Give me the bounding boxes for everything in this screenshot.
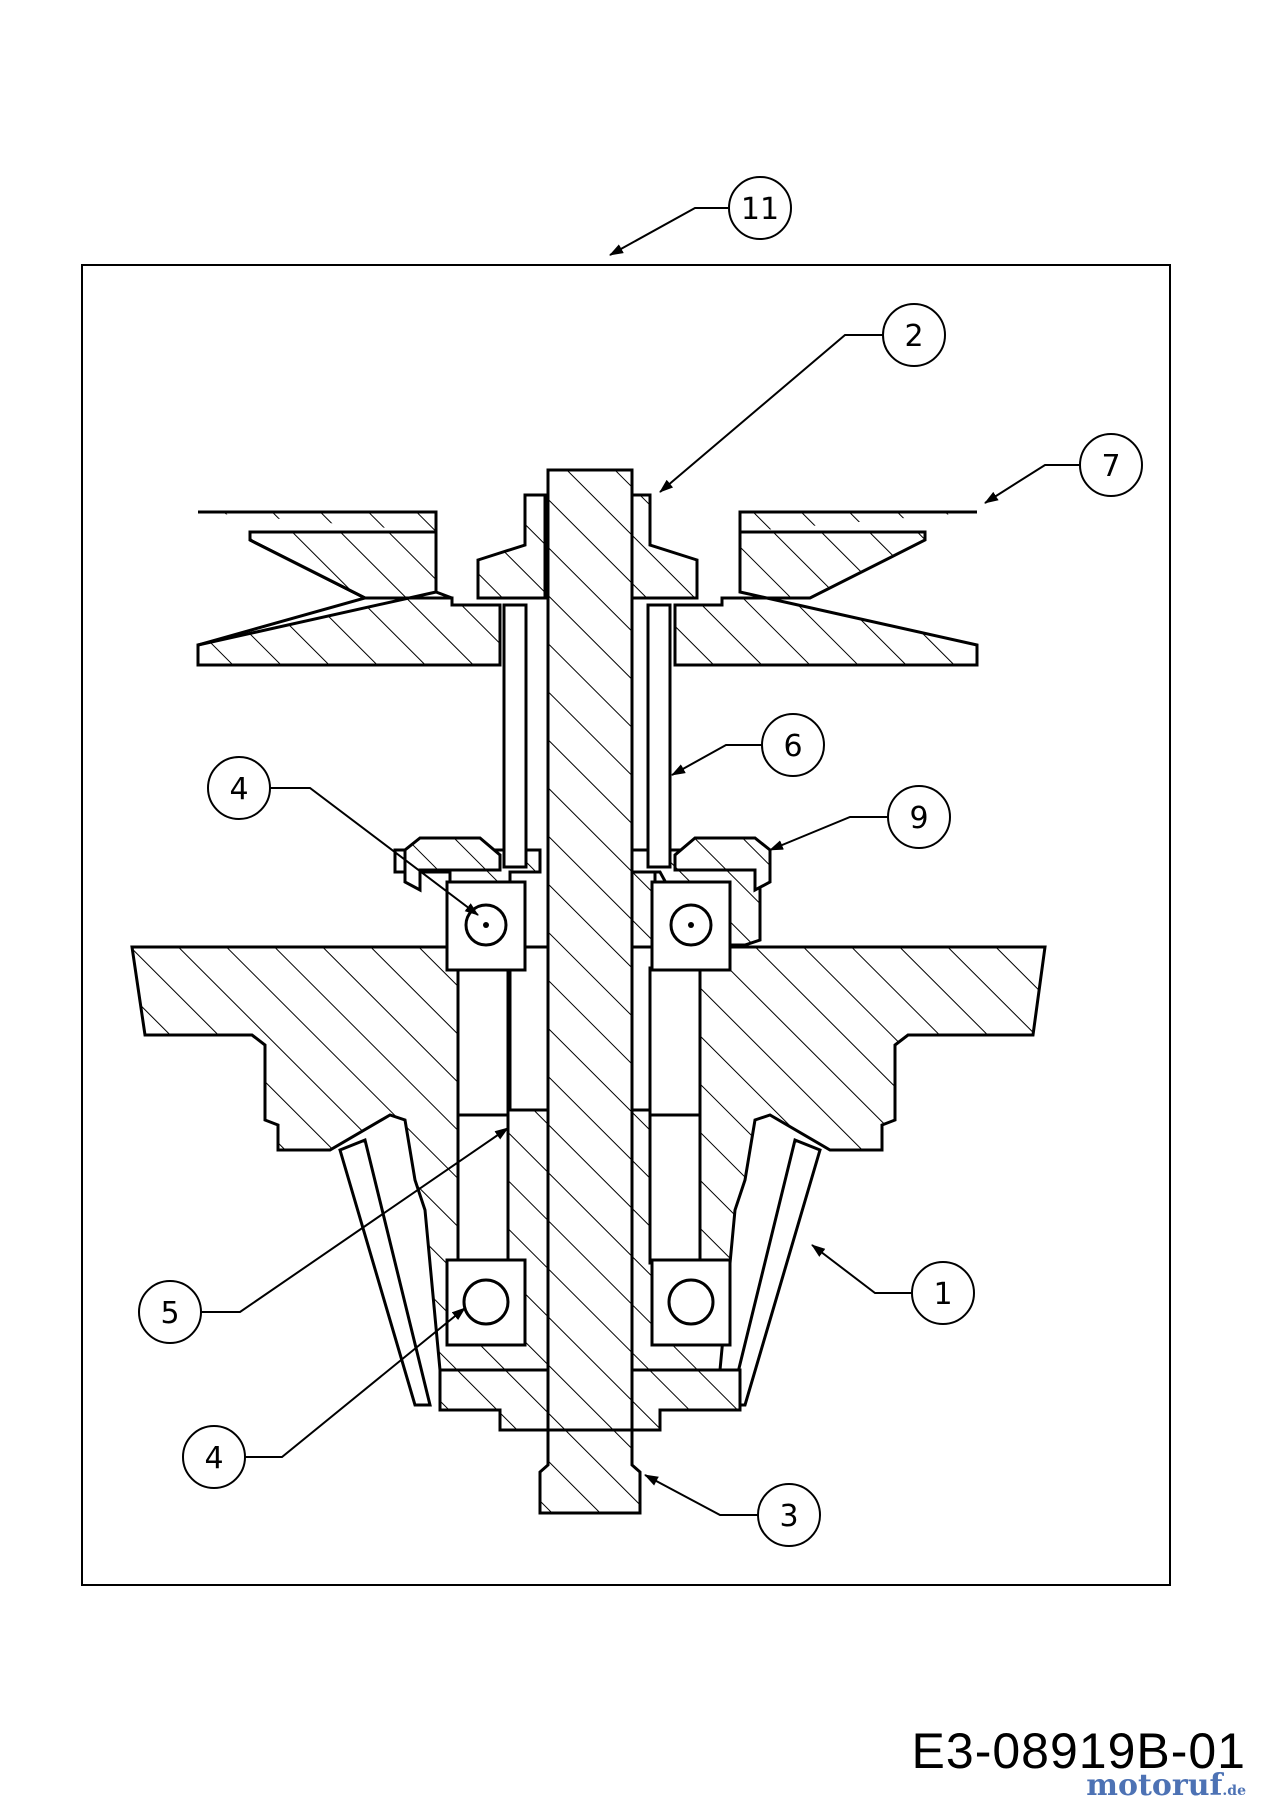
watermark-logo: motoruf.de: [1086, 1768, 1246, 1803]
callout-7-label: 7: [1101, 449, 1120, 484]
callout-4-upper-label: 4: [229, 772, 248, 807]
callout-6-label: 6: [783, 729, 802, 764]
callout-2: 2: [882, 303, 946, 367]
spindle-shaft: [538, 468, 642, 1515]
callout-6: 6: [761, 713, 825, 777]
lower-bearing-right: [650, 1258, 732, 1347]
callout-1: 1: [911, 1261, 975, 1325]
watermark-suffix: .de: [1222, 1783, 1246, 1799]
housing: [130, 848, 1047, 1402]
callout-2-label: 2: [904, 319, 923, 354]
callout-4-upper: 4: [207, 756, 271, 820]
callout-5-label: 5: [160, 1296, 179, 1331]
callout-4-lower: 4: [182, 1425, 246, 1489]
callout-5: 5: [138, 1280, 202, 1344]
seal-cap-left: [403, 836, 502, 893]
watermark-text: motoruf: [1086, 1768, 1223, 1803]
callout-4-lower-label: 4: [204, 1441, 223, 1476]
callout-11-label: 11: [741, 192, 779, 227]
callout-9: 9: [887, 785, 951, 849]
upper-bearing-left: [445, 880, 527, 972]
sleeve-left: [502, 603, 528, 869]
callout-3-label: 3: [779, 1499, 798, 1534]
drawing-code: E3-08919B-01: [911, 1723, 1246, 1779]
callout-3: 3: [757, 1483, 821, 1547]
callout-11: 11: [728, 176, 792, 240]
callout-1-label: 1: [933, 1277, 952, 1312]
lower-bearing-left: [445, 1258, 527, 1347]
sleeve-right: [646, 603, 672, 869]
frame-border: [81, 264, 1171, 1586]
callout-7: 7: [1079, 433, 1143, 497]
upper-bearing-right: [650, 880, 732, 972]
callout-9-label: 9: [909, 801, 928, 836]
seal-cap-right: [673, 836, 772, 893]
